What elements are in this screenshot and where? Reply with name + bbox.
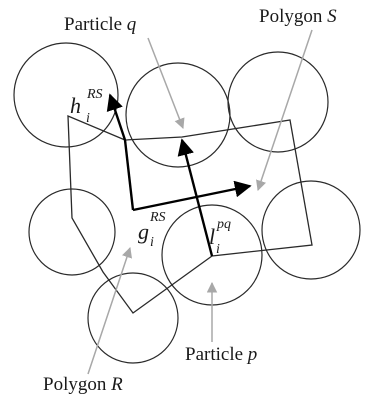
l-vector-arrow bbox=[177, 138, 214, 257]
h-vector-arrow bbox=[106, 93, 127, 141]
g-vector-arrow bbox=[132, 180, 252, 212]
particle-circle bbox=[227, 51, 329, 153]
h-superscript: RS bbox=[86, 87, 103, 102]
particle-circle bbox=[28, 188, 116, 276]
leader-polygon-s bbox=[256, 29, 313, 191]
polygon-r-text: Polygon bbox=[43, 374, 111, 395]
particle-p-text: Particle bbox=[185, 344, 248, 365]
particle-circle bbox=[261, 180, 361, 280]
l-subscript: i bbox=[216, 242, 220, 257]
vectors bbox=[106, 93, 252, 257]
particle-q-text: Particle bbox=[64, 14, 127, 35]
particle-q-var: q bbox=[127, 14, 137, 35]
g-superscript: RS bbox=[149, 210, 166, 225]
polygon-r-label: Polygon R bbox=[43, 374, 123, 395]
polygon-r-var: R bbox=[110, 374, 123, 395]
polygon-s-var: S bbox=[327, 6, 337, 27]
polygons bbox=[67, 115, 313, 314]
h-symbol: h bbox=[70, 93, 81, 118]
polygon-s-outline bbox=[124, 119, 313, 257]
l-superscript: pq bbox=[216, 217, 231, 232]
g-symbol: g bbox=[138, 219, 149, 244]
particle-p-label: Particle p bbox=[185, 344, 257, 365]
particle-circle bbox=[87, 272, 179, 364]
polygon-s-text: Polygon bbox=[259, 6, 327, 27]
particle-p-var: p bbox=[246, 344, 258, 365]
particle-q-label: Particle q bbox=[64, 14, 137, 35]
particles bbox=[13, 42, 361, 364]
leaders bbox=[87, 29, 313, 375]
leader-particle-q bbox=[147, 37, 185, 129]
polygon-s-label: Polygon S bbox=[259, 6, 337, 27]
leader-polygon-r bbox=[87, 247, 132, 375]
l-symbol: l bbox=[209, 224, 215, 249]
h-subscript: i bbox=[86, 111, 90, 126]
g-subscript: i bbox=[150, 235, 154, 250]
g-vector-stem bbox=[123, 139, 135, 211]
polygon-r-outline bbox=[67, 115, 213, 314]
